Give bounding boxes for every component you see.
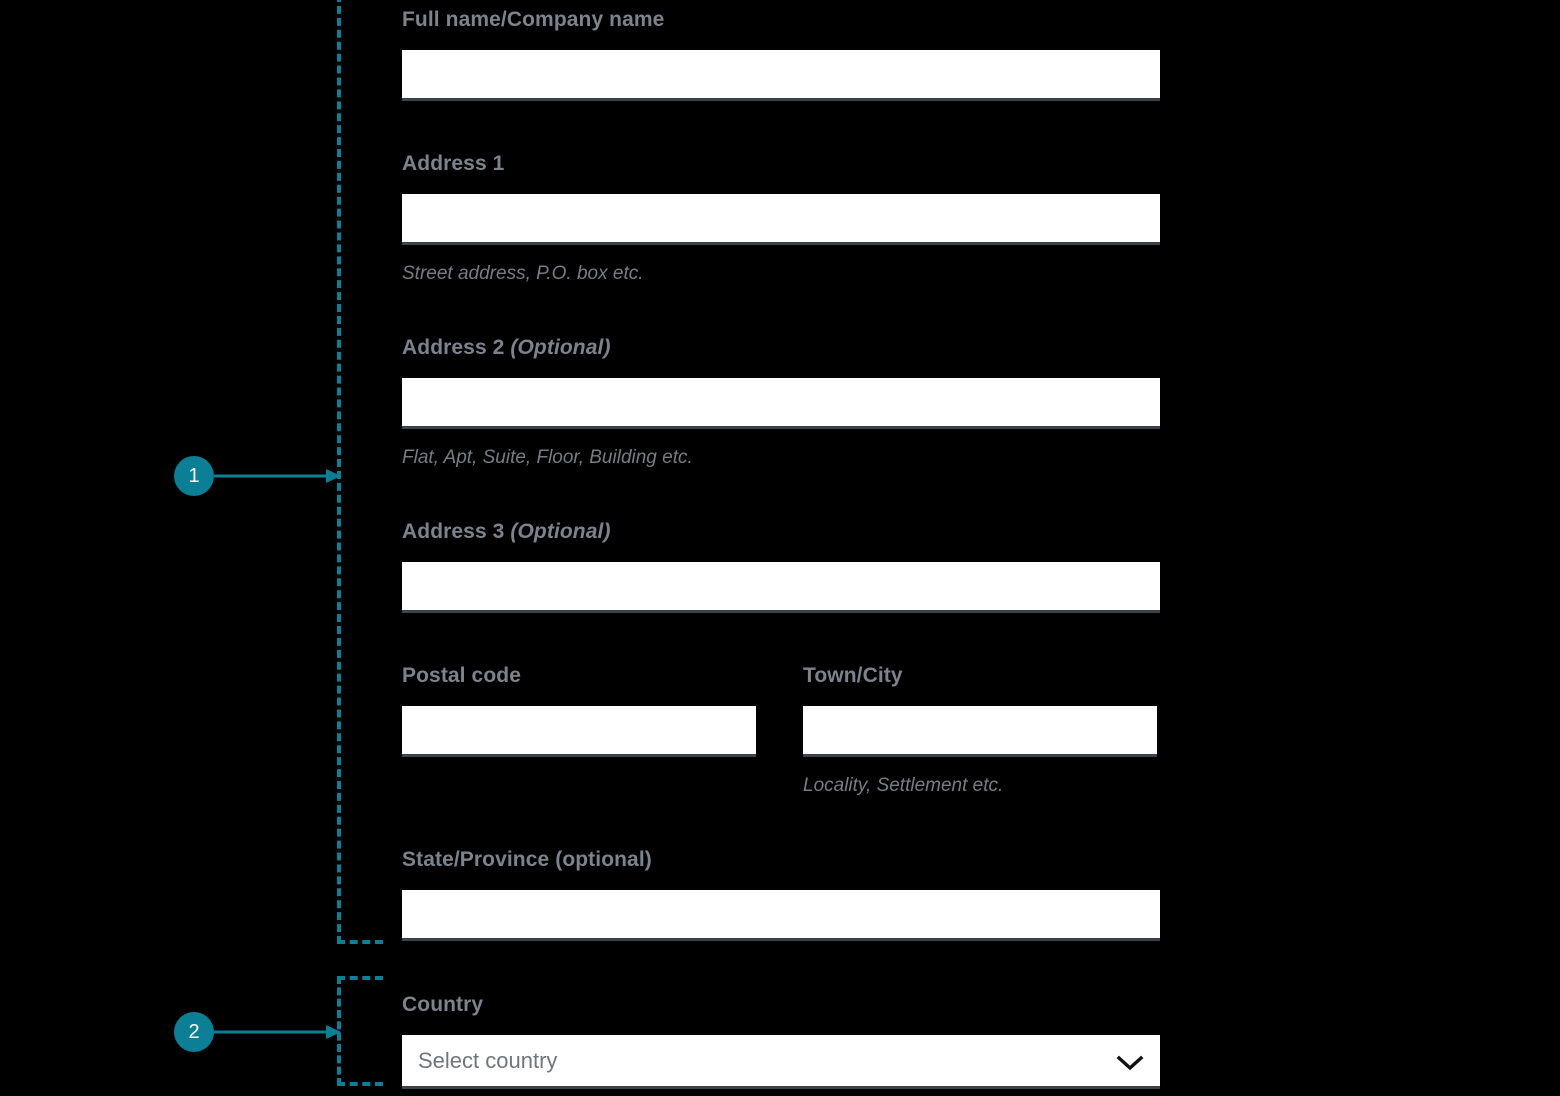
field-address-1: Address 1 Street address, P.O. box etc. [402, 152, 1160, 285]
country-select-box[interactable]: Select country [402, 1035, 1160, 1090]
field-label-postal-code: Postal code [402, 664, 521, 687]
input-postal-code[interactable] [402, 706, 756, 758]
annotation-region-address-block [337, 0, 383, 944]
helper-text-address-2: Flat, Apt, Suite, Floor, Building etc. [402, 447, 693, 469]
helper-text-town-city: Locality, Settlement etc. [803, 775, 1004, 797]
input-address-1[interactable] [402, 194, 1160, 246]
callout-1-arrow-icon [214, 456, 342, 496]
input-address-2[interactable] [402, 378, 1160, 430]
field-label-address-2-optional: (Optional) [510, 336, 611, 359]
field-address-3: Address 3 (Optional) [402, 520, 1160, 614]
dashed-bottom-segment [337, 940, 383, 944]
field-label-address-3-text: Address 3 [402, 520, 505, 543]
country-select-value: Select country [418, 1047, 558, 1073]
input-state-province[interactable] [402, 890, 1160, 942]
callout-1[interactable]: 1 [174, 456, 342, 496]
input-full-name[interactable] [402, 50, 1160, 102]
field-label-country: Country [402, 993, 484, 1016]
annotation-region-country-select [337, 976, 383, 1086]
field-label-address-3-optional: (Optional) [510, 520, 611, 543]
field-postal-code: Postal code [402, 664, 756, 758]
field-label-town-city: Town/City [803, 664, 903, 687]
field-label-state-province: State/Province (optional) [402, 848, 652, 871]
callout-1-badge: 1 [174, 456, 214, 496]
field-label-full-name: Full name/Company name [402, 8, 665, 31]
field-label-address-1: Address 1 [402, 152, 505, 175]
field-state-province: State/Province (optional) [402, 848, 1160, 942]
field-full-name: Full name/Company name [402, 8, 1160, 102]
helper-text-address-1: Street address, P.O. box etc. [402, 263, 644, 285]
field-label-address-2: Address 2 (Optional) [402, 336, 611, 359]
field-address-2: Address 2 (Optional) Flat, Apt, Suite, F… [402, 336, 1160, 469]
dashed-top-segment [337, 976, 383, 980]
chevron-down-icon[interactable] [1116, 1052, 1144, 1070]
field-town-city: Town/City Locality, Settlement etc. [803, 664, 1157, 797]
field-label-address-3: Address 3 (Optional) [402, 520, 611, 543]
input-town-city[interactable] [803, 706, 1157, 758]
input-address-3[interactable] [402, 562, 1160, 614]
callout-2-arrow-icon [214, 1012, 342, 1052]
callout-2[interactable]: 2 [174, 1012, 342, 1052]
field-country: Country Select country [402, 993, 1160, 1090]
field-label-address-2-text: Address 2 [402, 336, 505, 359]
dashed-bottom-segment [337, 1082, 383, 1086]
country-select[interactable]: Select country [402, 1035, 1160, 1090]
callout-2-badge: 2 [174, 1012, 214, 1052]
